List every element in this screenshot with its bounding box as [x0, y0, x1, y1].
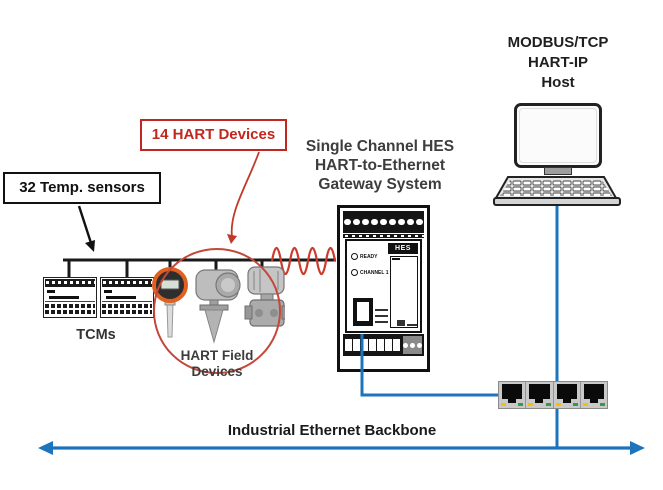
tcm-terminal-strip [45, 279, 95, 287]
rj45-port [499, 382, 527, 408]
channel1-led-label: CHANNEL 1 [360, 269, 389, 276]
monitor-stand [544, 167, 572, 175]
tcms-label: TCMs [76, 327, 116, 343]
tcm-module-1 [43, 277, 97, 318]
backbone-arrowhead-right [630, 441, 645, 455]
bus-drop-lines [67, 260, 264, 278]
backbone-label: Industrial Ethernet Backbone [227, 422, 437, 439]
hart-signal-wave [270, 246, 337, 276]
backbone-arrowhead-left [38, 441, 53, 455]
gateway-top-terminals [343, 211, 424, 233]
host-keyboard-icon [493, 176, 621, 206]
rj45-port [526, 382, 554, 408]
temp-sensors-arrowhead [85, 240, 95, 252]
hart-devices-callout: 14 HART Devices [140, 119, 287, 151]
gateway-brand-logo: HES [388, 243, 418, 254]
host-monitor-icon [514, 103, 602, 168]
temp-sensors-callout: 32 Temp. sensors [3, 172, 161, 204]
hart-devices-arrowhead [227, 234, 237, 244]
channel1-led [351, 269, 358, 276]
gateway-title: Single Channel HES HART-to-Ethernet Gate… [305, 138, 455, 193]
temp-sensors-arrow [77, 205, 93, 244]
ce-mark-icon [397, 320, 417, 328]
ethernet-switch [498, 381, 608, 409]
radar-transmitter-icon [195, 269, 241, 344]
host-title: MODBUS/TCP HART-IP Host [507, 34, 609, 91]
tcm-terminal-strip [102, 279, 152, 287]
field-devices-graphic [152, 266, 285, 344]
gateway-switch-line [360, 334, 498, 397]
ready-led-label: READY [360, 253, 378, 260]
gateway-front-panel: HES READY CHANNEL 1 [345, 239, 422, 333]
field-devices-highlight-circle [153, 248, 281, 374]
ready-led [351, 253, 358, 260]
hart-devices-arrow [230, 151, 260, 238]
ethernet-port-icon [353, 298, 373, 326]
rj45-port [553, 382, 581, 408]
tcm-module-2 [100, 277, 154, 318]
field-devices-label: HART Field Devices [180, 348, 254, 379]
rj45-port [580, 382, 607, 408]
